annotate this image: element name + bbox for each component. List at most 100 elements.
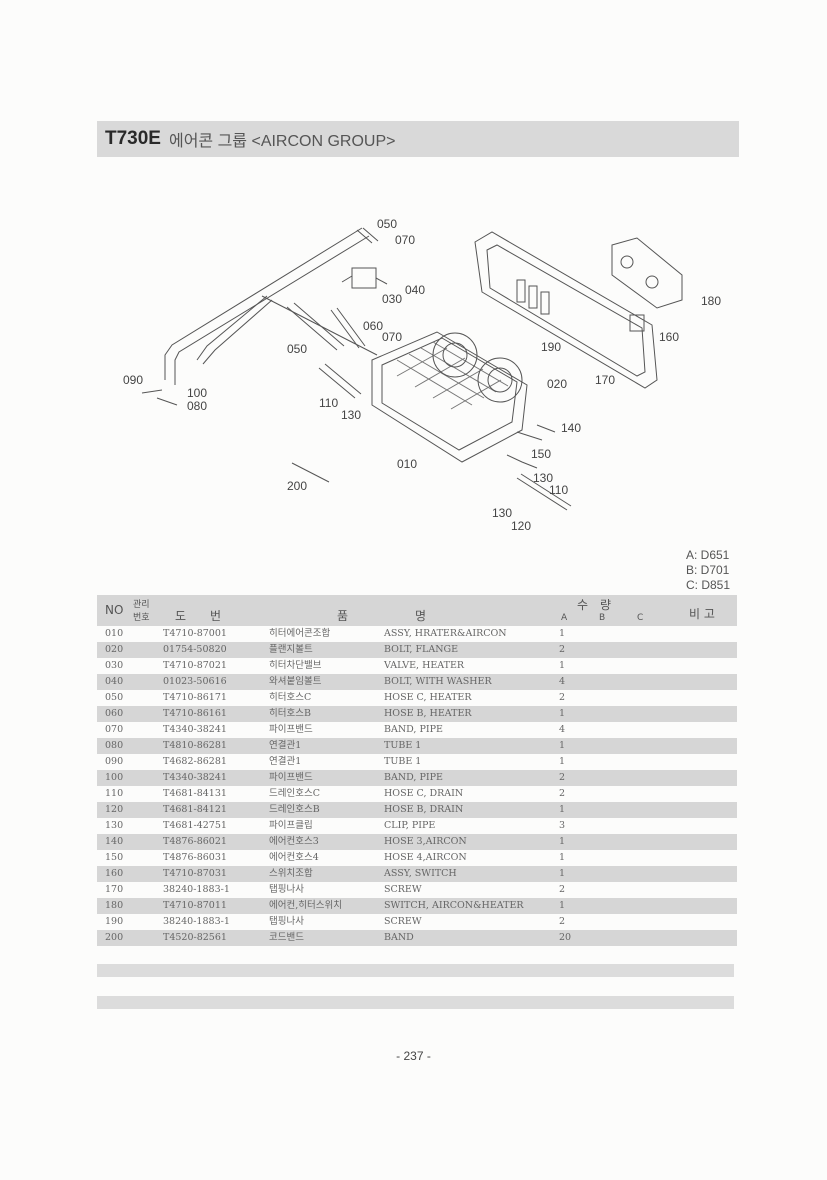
callout: 140	[561, 421, 581, 435]
callout-labels: 050 070 040 030 060 070 050 090 100 080 …	[123, 217, 721, 533]
row-korean-name: 코드밴드	[269, 932, 304, 943]
row-part-number: T4876-86031	[163, 852, 227, 863]
row-korean-name: 스위치조합	[269, 868, 313, 879]
row-korean-name: 파이프밴드	[269, 724, 313, 735]
row-no: 180	[105, 900, 124, 911]
callout: 130	[533, 471, 553, 485]
row-korean-name: 에어컨호스4	[269, 852, 319, 863]
row-no: 010	[105, 628, 124, 639]
row-english-name: BAND, PIPE	[384, 724, 443, 735]
row-part-number: 38240-1883-1	[163, 884, 230, 895]
row-part-number: T4710-87021	[163, 660, 227, 671]
model-a: A: D651	[686, 548, 730, 562]
row-no: 090	[105, 756, 124, 767]
row-korean-name: 히터에어콘조합	[269, 628, 331, 639]
header-name-right: 명	[415, 609, 427, 623]
row-no: 050	[105, 692, 124, 703]
row-english-name: HOSE C, HEATER	[384, 692, 472, 703]
row-english-name: BAND, PIPE	[384, 772, 443, 783]
row-part-number: T4710-87031	[163, 868, 227, 879]
row-part-number: T4340-38241	[163, 772, 227, 783]
callout: 200	[287, 479, 307, 493]
callout: 150	[531, 447, 551, 461]
callout: 040	[405, 283, 425, 297]
row-no: 130	[105, 820, 124, 831]
header-part-number: 도 번	[175, 609, 222, 623]
row-qty-a: 1	[559, 868, 566, 879]
model-code: T730E	[105, 128, 161, 149]
row-part-number: T4876-86021	[163, 836, 227, 847]
row-korean-name: 에어컨호스3	[269, 836, 319, 847]
row-english-name: TUBE 1	[384, 756, 422, 767]
model-legend: A: D651 B: D701 C: D851	[686, 548, 746, 593]
header-mgmt-top: 관리	[133, 600, 150, 610]
row-korean-name: 파이프밴드	[269, 772, 313, 783]
row-english-name: HOSE B, DRAIN	[384, 804, 464, 815]
page-number: - 237 -	[396, 1049, 431, 1063]
row-no: 190	[105, 916, 124, 927]
row-qty-a: 1	[559, 804, 566, 815]
row-qty-a: 2	[559, 772, 566, 783]
row-korean-name: 플랜지볼트	[269, 644, 313, 655]
row-qty-a: 4	[559, 676, 566, 687]
header-remarks: 비 고	[689, 607, 715, 621]
callout: 110	[319, 396, 338, 410]
row-english-name: SWITCH, AIRCON&HEATER	[384, 900, 524, 911]
row-english-name: CLIP, PIPE	[384, 820, 436, 831]
callout: 050	[377, 217, 397, 231]
row-english-name: BOLT, WITH WASHER	[384, 676, 492, 687]
row-qty-a: 1	[559, 628, 566, 639]
row-no: 120	[105, 804, 124, 815]
row-qty-a: 1	[559, 708, 566, 719]
callout: 160	[659, 330, 679, 344]
callout: 080	[187, 399, 207, 413]
row-part-number: T4710-86161	[163, 708, 227, 719]
row-part-number: T4520-82561	[163, 932, 227, 943]
callout: 010	[397, 457, 417, 471]
row-korean-name: 연결관1	[269, 756, 302, 767]
row-part-number: T4681-42751	[163, 820, 227, 831]
callout: 130	[341, 408, 361, 422]
row-no: 200	[105, 932, 124, 943]
row-english-name: BOLT, FLANGE	[384, 644, 459, 655]
callout: 030	[382, 292, 402, 306]
row-english-name: SCREW	[384, 884, 422, 895]
header-qty: 수 량	[577, 598, 612, 612]
row-english-name: VALVE, HEATER	[384, 660, 465, 671]
group-title: 에어콘 그룹 <AIRCON GROUP>	[168, 133, 396, 150]
row-no: 140	[105, 836, 124, 847]
row-qty-a: 1	[559, 852, 566, 863]
callout: 090	[123, 373, 143, 387]
row-qty-a: 2	[559, 788, 566, 799]
row-no: 160	[105, 868, 124, 879]
row-qty-a: 1	[559, 756, 566, 767]
row-qty-a: 2	[559, 692, 566, 703]
exploded-parts-diagram: 050 070 040 030 060 070 050 090 100 080 …	[123, 217, 721, 533]
row-english-name: BAND	[384, 932, 414, 943]
row-part-number: T4710-86171	[163, 692, 227, 703]
row-korean-name: 탭핑나사	[269, 884, 304, 895]
group-title-bar: T730E 에어콘 그룹 <AIRCON GROUP>	[97, 121, 739, 157]
row-no: 070	[105, 724, 124, 735]
row-english-name: HOSE 4,AIRCON	[384, 852, 467, 863]
row-qty-a: 3	[559, 820, 566, 831]
row-korean-name: 히터호스B	[269, 708, 311, 719]
row-korean-name: 탭핑나사	[269, 916, 304, 927]
row-english-name: SCREW	[384, 916, 422, 927]
row-english-name: ASSY, HRATER&AIRCON	[384, 628, 507, 639]
row-no: 030	[105, 660, 124, 671]
header-mgmt-bottom: 번호	[133, 613, 150, 623]
